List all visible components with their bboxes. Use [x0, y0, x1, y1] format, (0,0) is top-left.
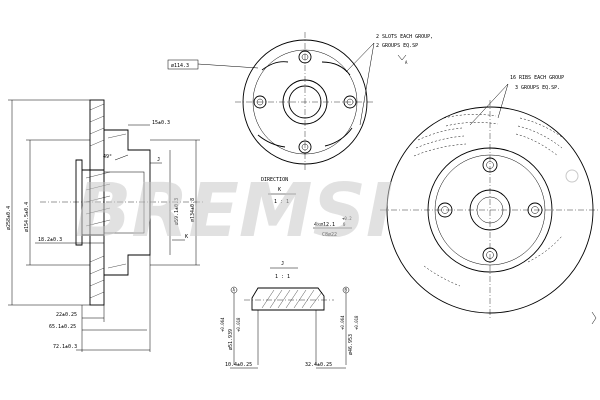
side-bolt-holes: [437, 157, 543, 263]
dim-hub-diameter: ø154.5±0.4: [24, 202, 30, 232]
holes-tol-upper: +0.2: [342, 216, 352, 221]
dim-bottom-left: 10.4±0.25: [225, 362, 252, 368]
svg-text:A: A: [405, 60, 408, 65]
slots-note-line1: 2 SLOTS EACH GROUP,: [376, 34, 433, 40]
detail-title: J: [281, 261, 284, 267]
chamfer-label: C8ø22: [322, 232, 337, 238]
direction-label: DIRECTION: [261, 177, 288, 183]
dim-right: ø46.953: [348, 334, 354, 355]
dim-right-tol-lower: +0.018: [354, 315, 359, 330]
label-j: J: [157, 157, 160, 163]
ring-hatching: [89, 103, 105, 299]
dim-height-inner: 18.2±0.3: [38, 237, 62, 243]
dim-height-total: 72.1±0.3: [53, 344, 77, 350]
ribs-note-line2: 3 GROUPS EQ.SP.: [515, 85, 560, 91]
front-view: ø114.3 2 SLOTS EACH GROUP, 2 GROUPS EQ.S…: [167, 32, 433, 238]
direction-k: K: [278, 187, 281, 193]
holes-spec: 4xø12.1: [314, 222, 335, 228]
detail-profile: [251, 287, 325, 311]
brand-logo: BREMSI: [75, 168, 393, 254]
ribs-note-line1: 16 RIBS EACH GROUP: [510, 75, 564, 81]
side-view: 16 RIBS EACH GROUP 3 GROUPS EQ.SP.: [380, 75, 600, 325]
hub-hatching: [85, 133, 127, 269]
slot: [321, 61, 351, 76]
dim-right-tol-upper: +0.064: [340, 315, 345, 330]
dim-angle: 49°: [103, 154, 112, 160]
dim-left: ø51.939: [228, 329, 234, 350]
hub-face: [75, 159, 83, 246]
bolt-circle-label: ø114.3: [171, 63, 189, 69]
dim-outer-diameter: ø258±0.4: [6, 206, 12, 230]
bolt-holes: [253, 50, 357, 154]
dim-left-tol-lower: +0.018: [236, 317, 241, 332]
brand-watermark: BREMSI: [75, 168, 579, 254]
marker-b: B: [345, 288, 348, 293]
dim-bore-diameter: ø59.1±0.3: [174, 198, 180, 225]
slot: [261, 61, 289, 71]
label-k: K: [185, 234, 188, 240]
ribs: [413, 114, 567, 287]
slot: [257, 134, 286, 148]
hub-profile: [104, 129, 151, 276]
registered-mark-icon: [565, 169, 579, 183]
direction-scale: 1 : 1: [274, 199, 289, 205]
holes-tol-lower: 0: [343, 222, 346, 227]
dim-height-mid: 65.1±0.25: [49, 324, 76, 330]
marker-a: A: [233, 288, 236, 293]
dim-offset-top: 15±0.3: [152, 120, 170, 126]
dim-bottom-right: 32.4±0.25: [305, 362, 332, 368]
dim-outer-seat: ø134±0.8: [190, 198, 196, 222]
slots-note-line2: 2 GROUPS EQ.SP: [376, 43, 418, 49]
slot: [324, 127, 353, 147]
detail-j: J 1 : 1 A B ø51.939 +0.064 +0.018 ø46.95…: [220, 261, 359, 369]
section-view: ø258±0.4 ø154.5±0.4 15±0.3 49° ø59.1±0.3…: [6, 99, 205, 352]
detail-scale: 1 : 1: [275, 274, 290, 280]
detail-hatching: [261, 289, 323, 309]
dim-thickness: 22±0.25: [56, 312, 77, 318]
dim-left-tol-upper: +0.064: [220, 317, 225, 332]
